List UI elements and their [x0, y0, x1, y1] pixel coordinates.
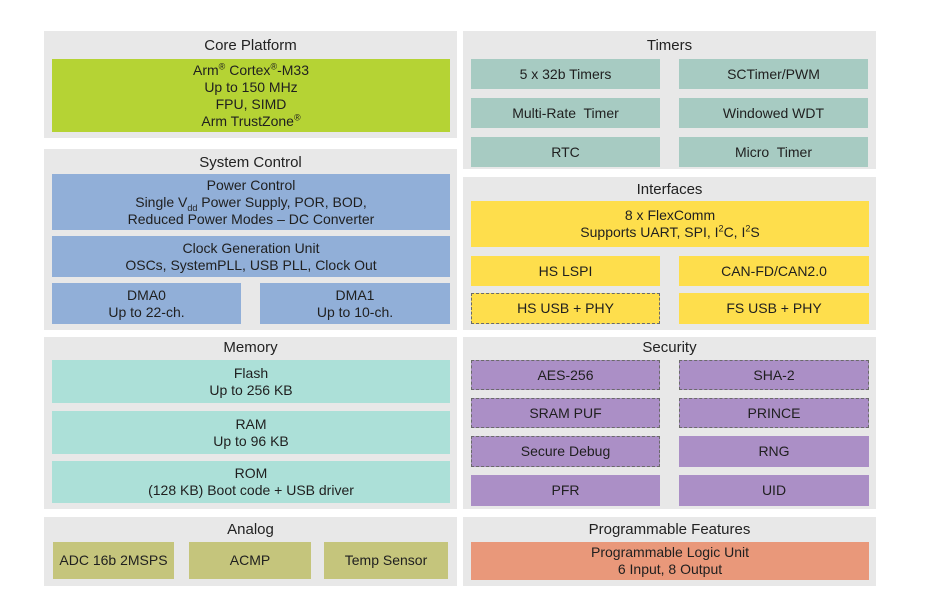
analog-panel: Analog ADC 16b 2MSPS ACMP Temp Sensor [44, 517, 457, 586]
cpu-trustzone: Arm TrustZone® [201, 111, 301, 129]
hs-usb-phy-block: HS USB + PHY [471, 293, 660, 324]
can-fd-block: CAN-FD/CAN2.0 [679, 256, 869, 286]
secure-debug-block: Secure Debug [471, 436, 660, 467]
cpu-frequency: Up to 150 MHz [204, 78, 298, 95]
clock-generation-unit-block: Clock Generation Unit OSCs, SystemPLL, U… [52, 236, 450, 277]
timers-panel: Timers 5 x 32b Timers SCTimer/PWM Multi-… [463, 31, 876, 169]
aes-256-block: AES-256 [471, 360, 660, 390]
sctimer-pwm-block: SCTimer/PWM [679, 59, 868, 89]
flexcomm-block: 8 x FlexComm Supports UART, SPI, I2C, I2… [471, 201, 869, 247]
programmable-features-panel: Programmable Features Programmable Logic… [463, 517, 876, 586]
rng-block: RNG [679, 436, 869, 467]
security-panel: Security AES-256 SHA-2 SRAM PUF PRINCE S… [463, 337, 876, 509]
adc-block: ADC 16b 2MSPS [53, 542, 174, 579]
interfaces-panel: Interfaces 8 x FlexComm Supports UART, S… [463, 177, 876, 330]
power-supply-line: Single Vdd Power Supply, POR, BOD, [135, 193, 367, 213]
prince-block: PRINCE [679, 398, 869, 428]
power-control-block: Power Control Single Vdd Power Supply, P… [52, 174, 450, 230]
hs-lspi-block: HS LSPI [471, 256, 660, 286]
programmable-logic-unit-block: Programmable Logic Unit 6 Input, 8 Outpu… [471, 542, 869, 580]
pfr-block: PFR [471, 475, 660, 506]
core-platform-title: Core Platform [204, 37, 297, 54]
multi-rate-timer-block: Multi-Rate Timer [471, 98, 660, 128]
micro-timer-block: Micro Timer [679, 137, 868, 167]
rtc-block: RTC [471, 137, 660, 167]
sha-2-block: SHA-2 [679, 360, 869, 390]
interfaces-title: Interfaces [636, 181, 703, 198]
programmable-features-title: Programmable Features [588, 521, 751, 538]
core-platform-panel: Core Platform Arm® Cortex®-M33 Up to 150… [44, 31, 457, 138]
windowed-wdt-block: Windowed WDT [679, 98, 868, 128]
sram-puf-block: SRAM PUF [471, 398, 660, 428]
system-control-title: System Control [199, 154, 302, 171]
timers-title: Timers [646, 37, 693, 54]
32b-timers-block: 5 x 32b Timers [471, 59, 660, 89]
temp-sensor-block: Temp Sensor [324, 542, 448, 579]
flexcomm-supports-line: Supports UART, SPI, I2C, I2S [580, 223, 760, 240]
security-title: Security [642, 339, 697, 356]
dma0-block: DMA0 Up to 22-ch. [52, 283, 241, 324]
rom-block: ROM (128 KB) Boot code + USB driver [52, 461, 450, 503]
dma1-block: DMA1 Up to 10-ch. [260, 283, 450, 324]
cpu-line: Arm® Cortex®-M33 [193, 60, 309, 78]
ram-block: RAM Up to 96 KB [52, 411, 450, 454]
flash-block: Flash Up to 256 KB [52, 360, 450, 403]
memory-title: Memory [223, 339, 278, 356]
cpu-fpu: FPU, SIMD [215, 95, 287, 112]
system-control-panel: System Control Power Control Single Vdd … [44, 149, 457, 330]
acmp-block: ACMP [189, 542, 311, 579]
cortex-m33-block: Arm® Cortex®-M33 Up to 150 MHz FPU, SIMD… [52, 59, 450, 132]
uid-block: UID [679, 475, 869, 506]
memory-panel: Memory Flash Up to 256 KB RAM Up to 96 K… [44, 337, 457, 509]
fs-usb-phy-block: FS USB + PHY [679, 293, 869, 324]
analog-title: Analog [227, 521, 274, 538]
